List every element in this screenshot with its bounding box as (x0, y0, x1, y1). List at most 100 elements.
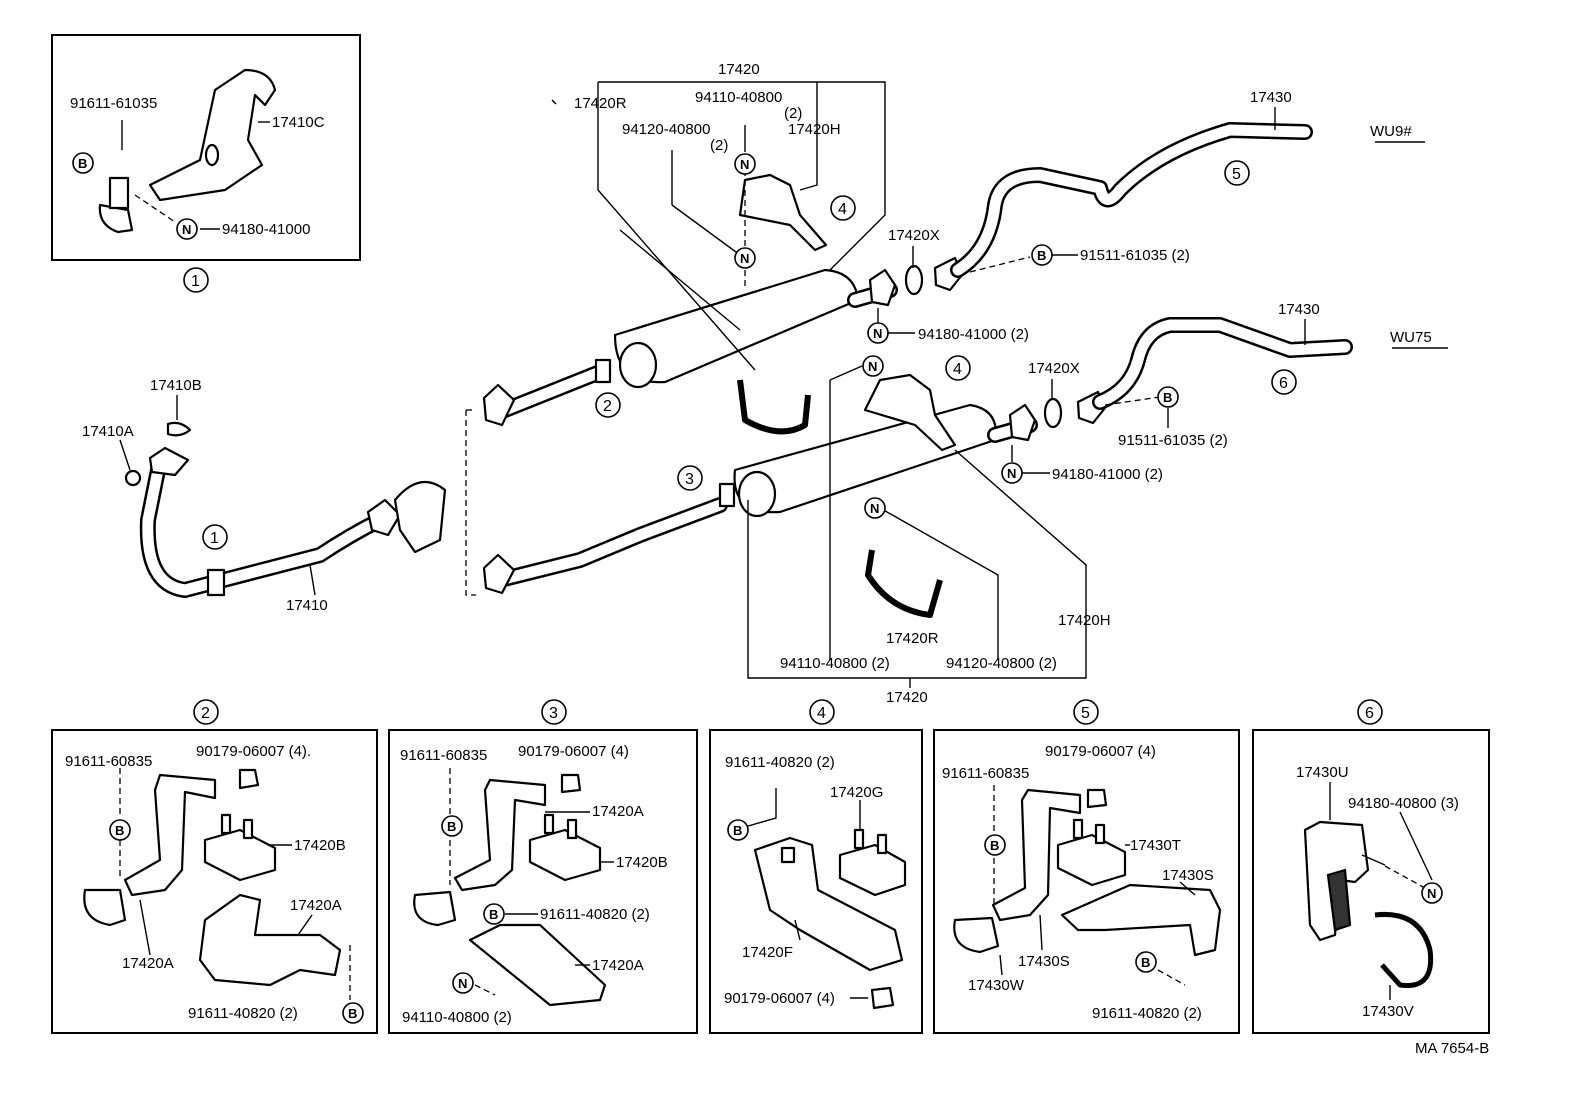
svg-text:91611-40820 (2): 91611-40820 (2) (540, 906, 650, 923)
gasket-17420x-top (904, 264, 924, 296)
callout-3 (677, 465, 703, 491)
svg-text:17420A: 17420A (592, 957, 644, 974)
label-17410: 17410 (286, 597, 328, 614)
figure-code: MA 7654-B (1415, 1040, 1489, 1057)
detail-1: 91611-61035 17410C 94180-41000 B N 1 (51, 34, 361, 293)
bracket-17420a (123, 773, 217, 897)
label-94180-41000: 94180-41000 (222, 221, 310, 238)
svg-text:94110-40800 (2): 94110-40800 (2) (402, 1009, 512, 1026)
label-17420a-l: 17420A (122, 955, 174, 972)
u-bolt-17430v (1374, 911, 1434, 989)
bracket-17420a-lower (468, 923, 607, 1007)
svg-text:2: 2 (603, 398, 612, 415)
svg-text:N: N (868, 359, 877, 374)
mount-17420g (838, 843, 907, 897)
label-17410c: 17410C (272, 114, 325, 131)
label-94110-mid: 94110-40800 (2) (780, 655, 890, 672)
detail-2: 2 91611-60835 90179-06007 (4). 17420B 17… (51, 699, 378, 1034)
callout-4-mid (945, 355, 971, 381)
bracket-17420f (753, 836, 904, 972)
gasket-17420x-mid (1043, 397, 1063, 429)
label-17430-mid: 17430 (1278, 301, 1320, 318)
svg-text:91611-60835: 91611-60835 (942, 765, 1029, 782)
svg-text:17430S: 17430S (1162, 867, 1214, 884)
svg-text:B: B (447, 819, 456, 834)
bracket-17420a-lower (198, 893, 342, 987)
callout-1-box (183, 267, 209, 293)
bolt-symbol (72, 152, 94, 174)
svg-text:N: N (182, 222, 191, 237)
svg-text:90179-06007 (4): 90179-06007 (4) (518, 743, 629, 760)
svg-text:1: 1 (210, 530, 219, 547)
svg-text:6: 6 (1365, 705, 1374, 722)
label-94180-mid: 94180-41000 (2) (1052, 466, 1163, 483)
label-17420x-top: 17420X (888, 227, 940, 244)
svg-text:91611-40820 (2): 91611-40820 (2) (725, 754, 835, 771)
bracket-17420h-top (738, 173, 828, 252)
hanger-17420r-mid (865, 549, 943, 618)
svg-text:(2): (2) (710, 137, 728, 154)
svg-text:4: 4 (838, 201, 847, 218)
model-wu75: WU75 (1390, 329, 1432, 346)
svg-text:90179-06007 (4): 90179-06007 (4) (724, 990, 835, 1007)
detail-5: 5 90179-06007 (4) 91611-60835 17430T 174… (933, 699, 1240, 1034)
label-91611-40820: 91611-40820 (2) (188, 1005, 298, 1022)
svg-text:17420A: 17420A (592, 803, 644, 820)
bracket-17430s (1060, 883, 1222, 957)
svg-text:N: N (873, 326, 882, 341)
label-17420r-top: 17420R (574, 95, 627, 112)
label-94110-top: 94110-40800 (695, 89, 782, 106)
label-91611-60835: 91611-60835 (65, 753, 152, 770)
bracket-17410c (148, 68, 277, 202)
label-94120-mid: 94120-40800 (2) (946, 655, 1057, 672)
svg-text:B: B (990, 838, 999, 853)
svg-text:B: B (115, 823, 124, 838)
svg-text:94180-40800 (3): 94180-40800 (3) (1348, 795, 1459, 812)
detail-3: 3 91611-60835 90179-06007 (4) 17420A 174… (388, 699, 698, 1034)
bracket-17420h-mid (863, 373, 957, 452)
label-17420a-r: 17420A (290, 897, 342, 914)
detail-4: 4 91611-40820 (2) 17420G 17420F 90179-06… (709, 699, 923, 1034)
mount-17430t (1056, 833, 1127, 887)
svg-text:17430W: 17430W (968, 977, 1025, 994)
svg-text:90179-06007 (4): 90179-06007 (4) (1045, 743, 1156, 760)
hanger-17420r-top (737, 379, 811, 435)
callout-2 (595, 392, 621, 418)
svg-text:17430V: 17430V (1362, 1003, 1414, 1020)
label-17430-top: 17430 (1250, 89, 1292, 106)
svg-text:N: N (1007, 466, 1016, 481)
svg-text:4: 4 (817, 705, 826, 722)
label-17410b: 17410B (150, 377, 202, 394)
detail-box-1 (51, 34, 361, 261)
callout-1 (202, 524, 228, 550)
svg-text:N: N (1427, 886, 1436, 901)
catalytic-converter (393, 480, 447, 554)
label-17410a: 17410A (82, 423, 134, 440)
callout-4-top (830, 195, 856, 221)
label-91511-top: 91511-61035 (2) (1080, 247, 1190, 264)
gasket-17410b (166, 421, 192, 437)
svg-text:N: N (458, 976, 467, 991)
svg-text:2: 2 (201, 705, 210, 722)
label-17420-top: 17420 (718, 61, 760, 78)
svg-text:17420B: 17420B (616, 854, 668, 871)
svg-text:B: B (489, 907, 498, 922)
main-assembly: 17410B 17410A 17410 1 (82, 61, 1448, 706)
clamp (98, 203, 134, 234)
svg-text:91611-40820 (2): 91611-40820 (2) (1092, 1005, 1202, 1022)
svg-text:B: B (1163, 390, 1172, 405)
svg-text:5: 5 (1081, 705, 1090, 722)
detail-6: 6 17430U 94180-40800 (3) 17430V N (1252, 699, 1490, 1034)
callout-6 (1271, 369, 1297, 395)
svg-text:5: 5 (1232, 166, 1241, 183)
nut-90179 (238, 768, 260, 790)
label-17420r-mid: 17420R (886, 630, 939, 647)
svg-text:1: 1 (191, 273, 200, 290)
label-90179: 90179-06007 (4). (196, 743, 311, 760)
front-flange (148, 446, 190, 477)
label-17420x-mid: 17420X (1028, 360, 1080, 377)
svg-text:(2): (2) (784, 105, 802, 122)
label-94180-top: 94180-41000 (2) (918, 326, 1029, 343)
label-91611-61035: 91611-61035 (70, 95, 157, 112)
